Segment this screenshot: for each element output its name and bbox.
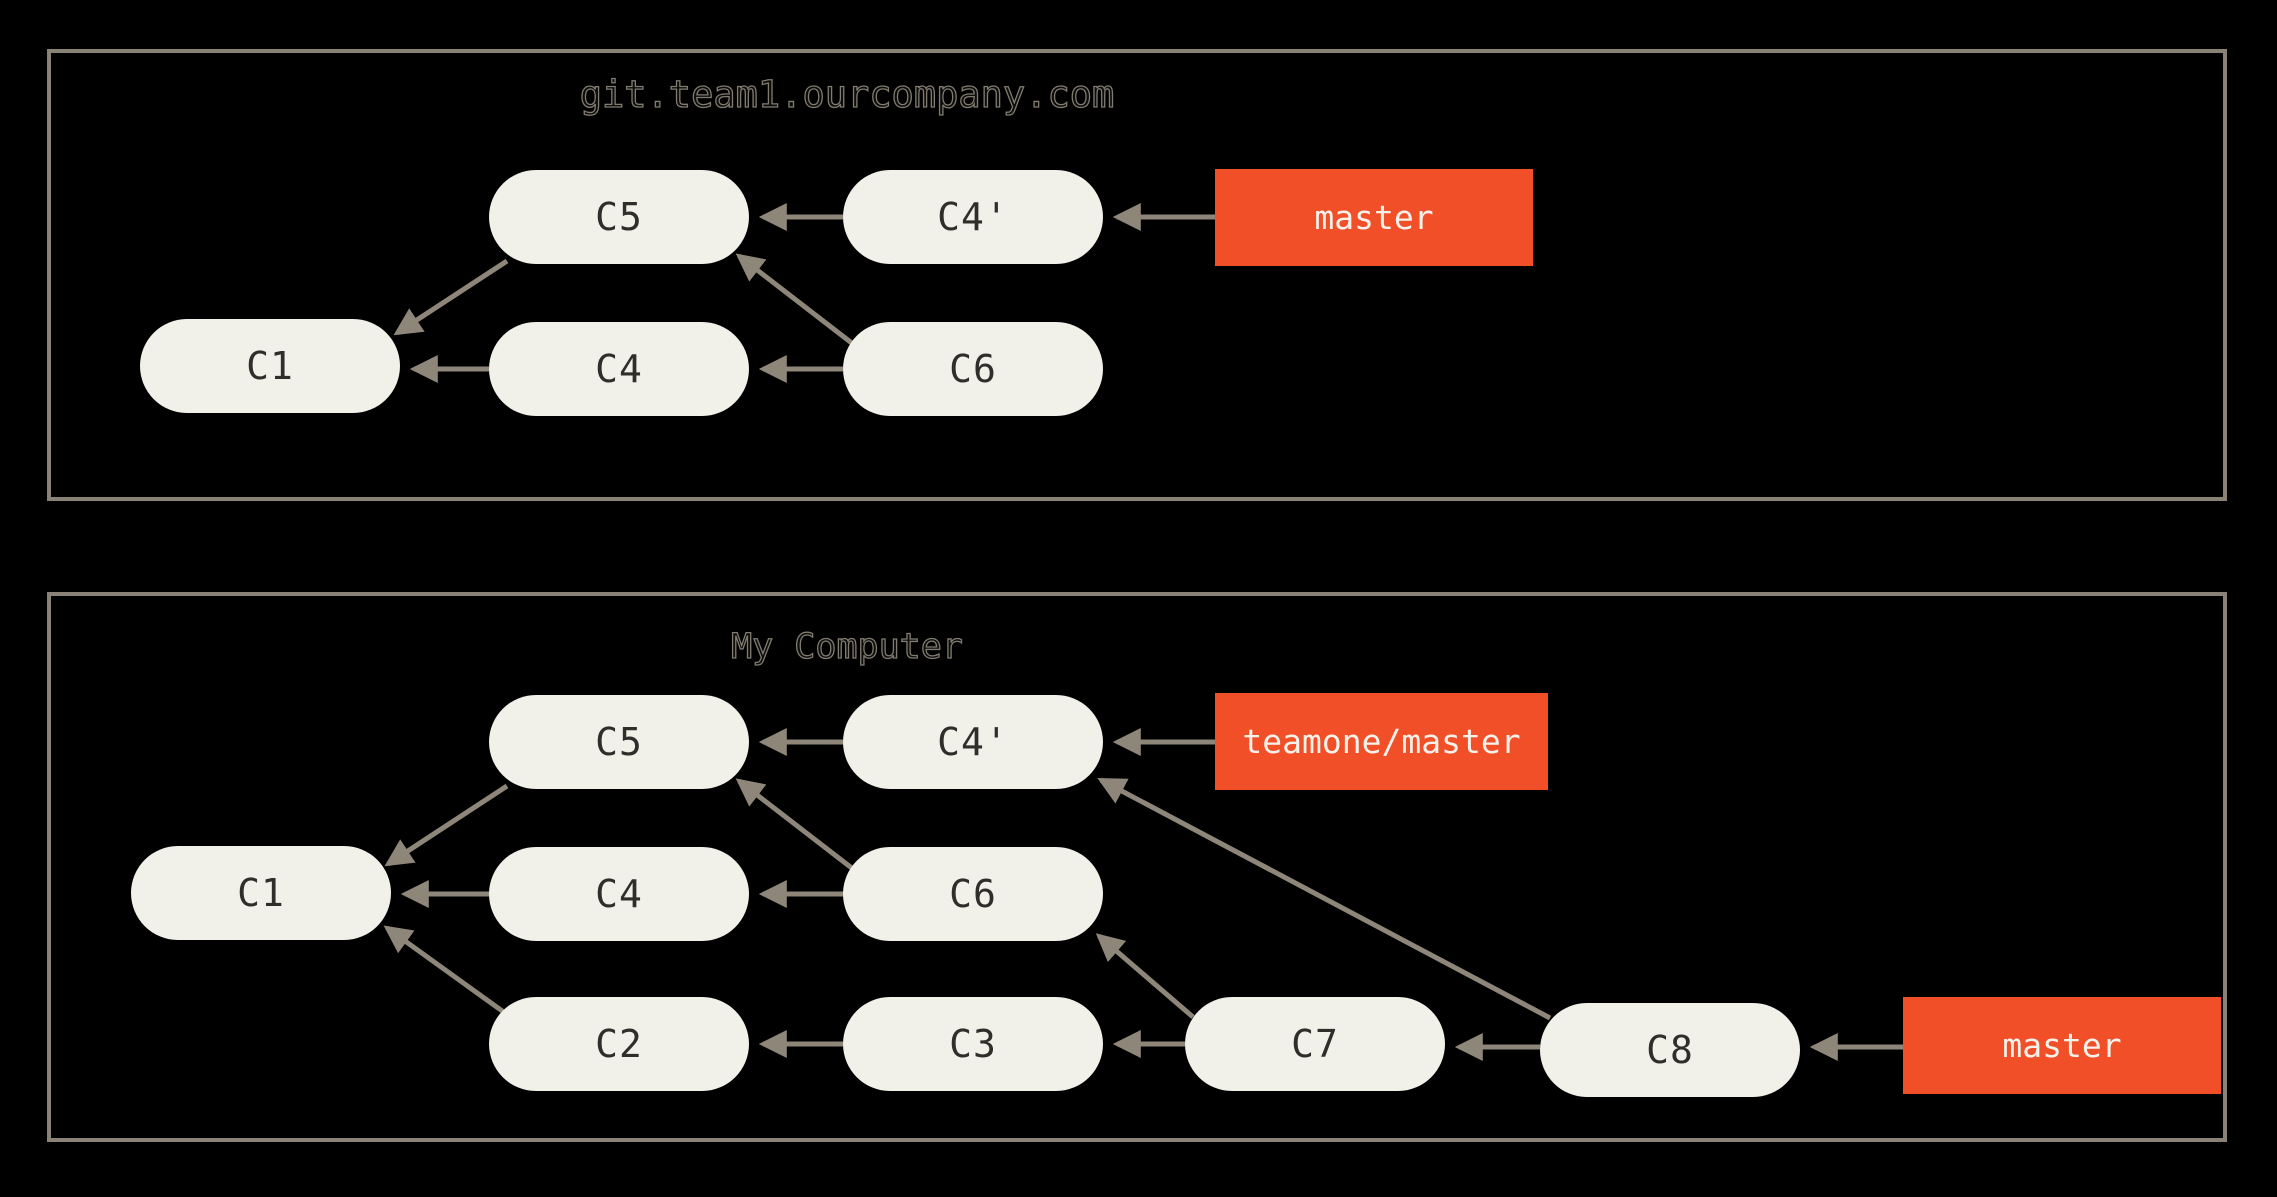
commit-node-c1: C1: [131, 846, 391, 940]
commit-node-c2: C2: [489, 997, 749, 1091]
commit-node-c7: C7: [1185, 997, 1445, 1091]
commit-node-c6: C6: [843, 322, 1103, 416]
commit-node-c4-prime: C4': [843, 170, 1103, 264]
commit-node-c3: C3: [843, 997, 1103, 1091]
panel-title-local: My Computer: [731, 627, 963, 667]
panel-remote-server: git.team1.ourcompany.com C5 C4' C1 C4 C6…: [47, 49, 2227, 501]
commit-node-c4: C4: [489, 322, 749, 416]
commit-node-c1: C1: [140, 319, 400, 413]
commit-node-c4-prime: C4': [843, 695, 1103, 789]
edge-c8-to-c4p: [1097, 777, 1552, 1021]
commit-node-c5: C5: [489, 170, 749, 264]
edges-layer-local: My Computer: [383, 626, 1903, 1061]
commit-node-c5: C5: [489, 695, 749, 789]
panel-my-computer: My Computer C5 C4' C1 C4 C6 C2 C3 C7 C8 …: [47, 592, 2227, 1142]
edge-c5-to-c1: [384, 783, 509, 867]
edge-c6-to-c5: [735, 778, 855, 871]
edges-layer-remote: git.team1.ourcompany.com: [393, 72, 1215, 383]
branch-label-teamone-master: teamone/master: [1215, 693, 1548, 790]
branch-label-master: master: [1215, 169, 1533, 266]
panel-title-remote: git.team1.ourcompany.com: [580, 73, 1115, 116]
commit-node-c8: C8: [1540, 1003, 1800, 1097]
commit-node-c6: C6: [843, 847, 1103, 941]
edge-c2-to-c1: [383, 925, 507, 1016]
edge-c7-to-c6: [1095, 933, 1195, 1019]
edge-c6-to-c5: [735, 253, 855, 346]
branch-label-master: master: [1903, 997, 2221, 1094]
commit-node-c4: C4: [489, 847, 749, 941]
edge-c5-to-c1: [393, 258, 509, 336]
